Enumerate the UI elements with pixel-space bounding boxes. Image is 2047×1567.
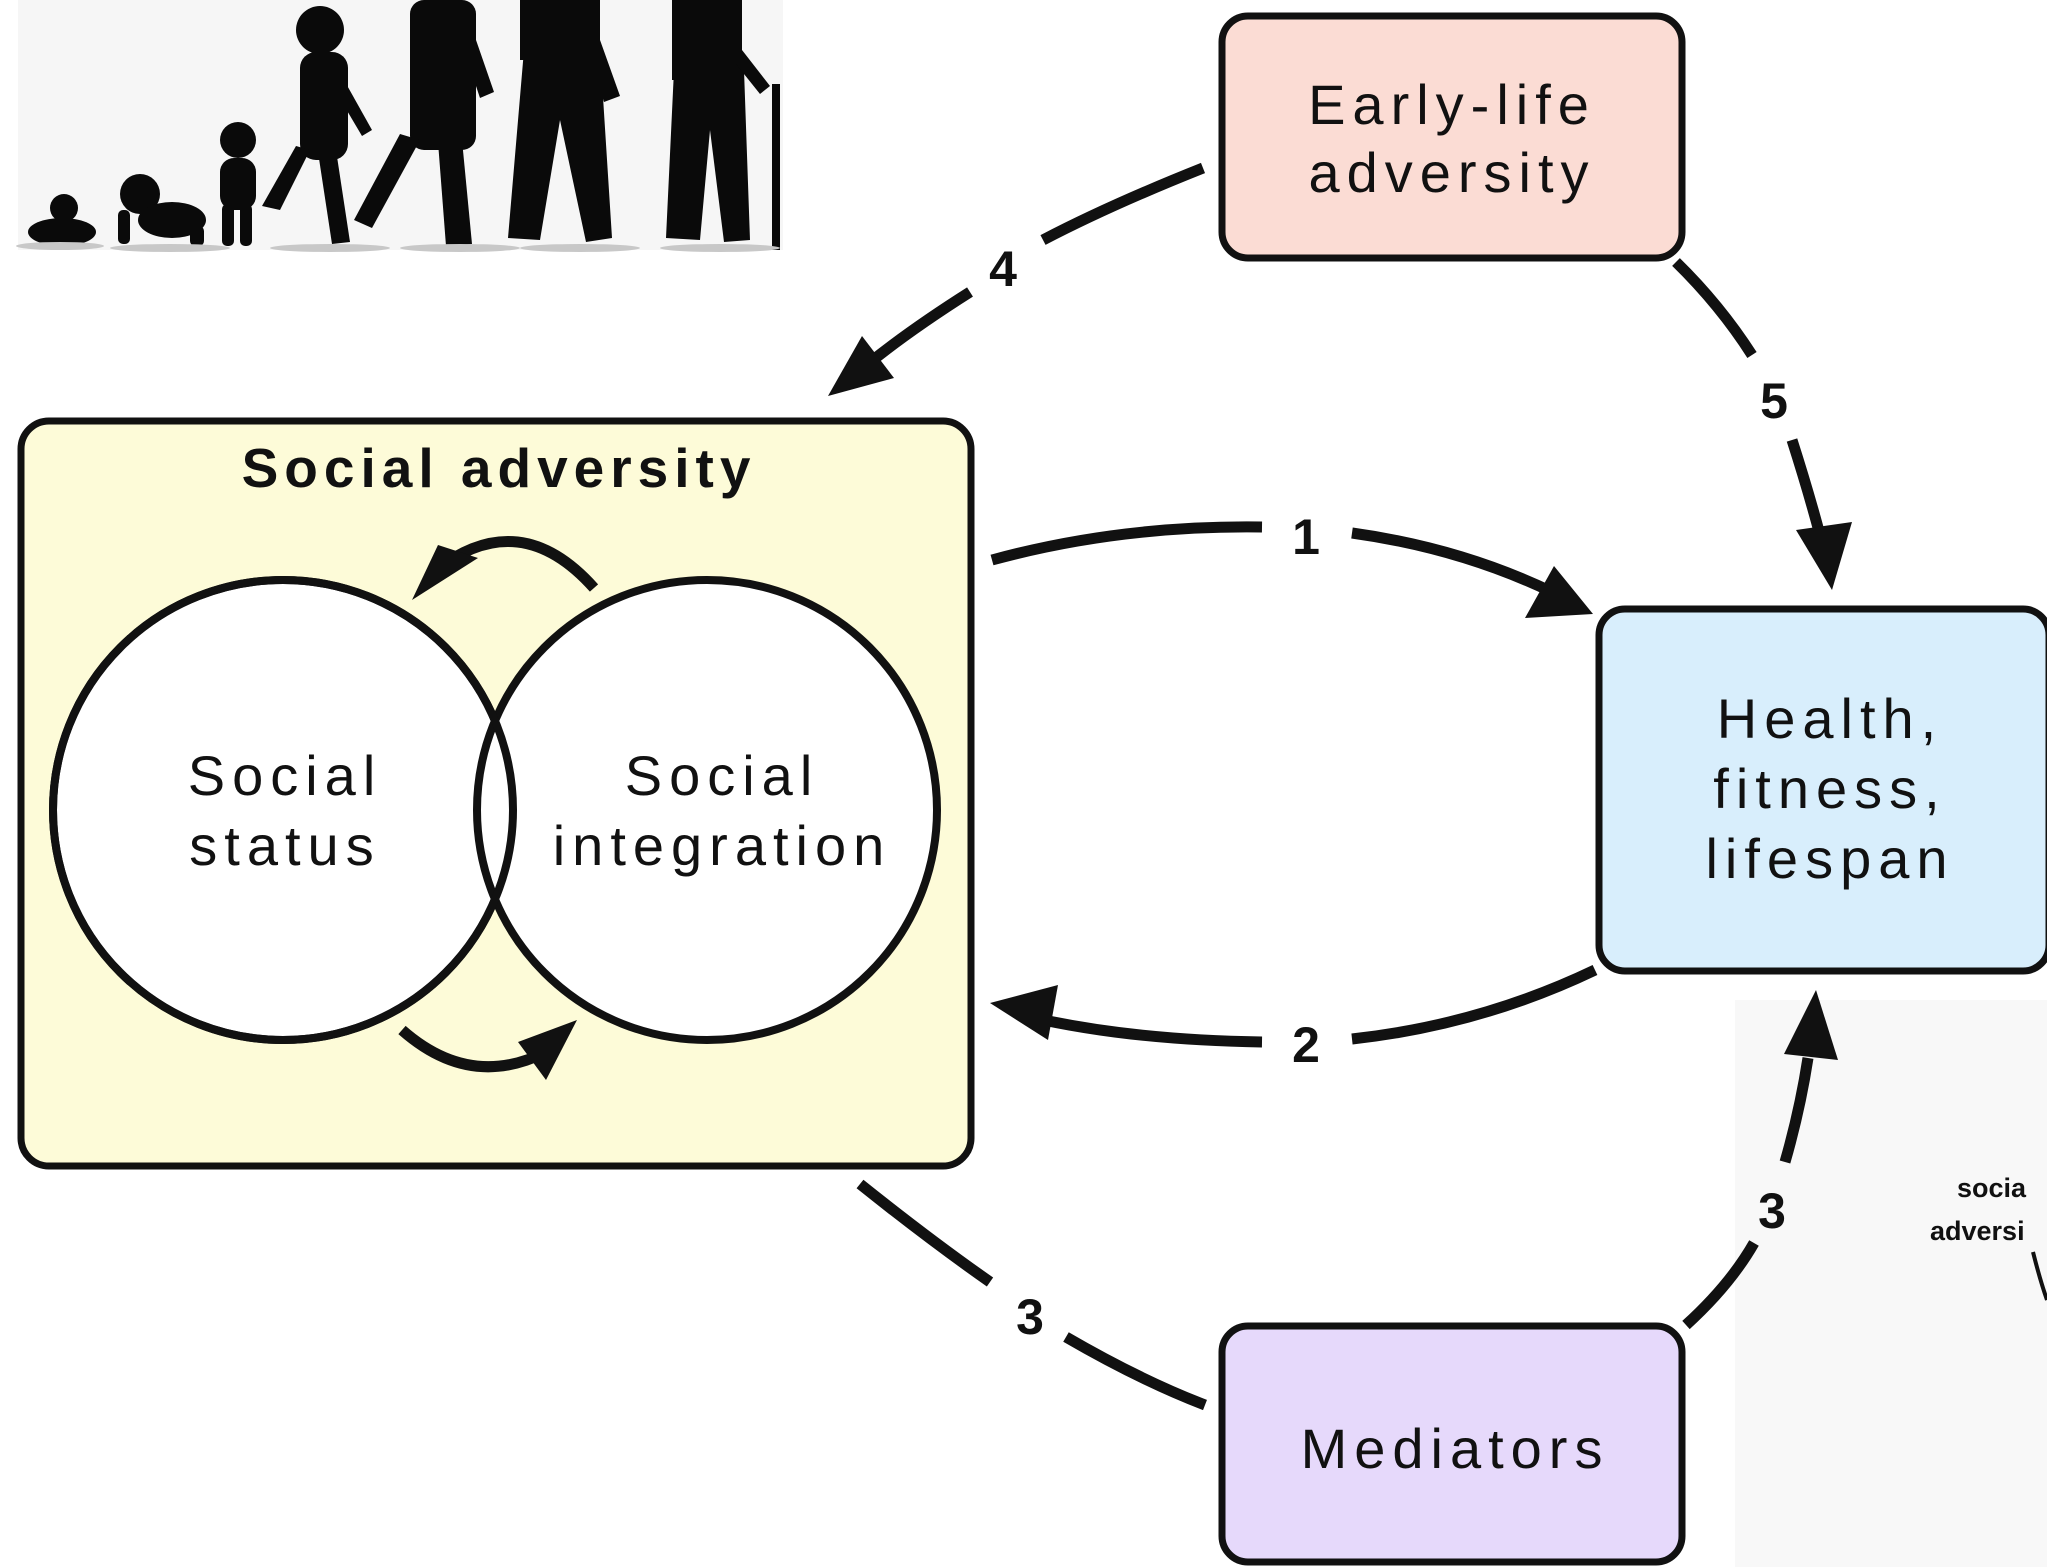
arrow-4-label: 4 [989,241,1017,297]
status-to-integration-arrowhead [518,1020,577,1080]
mediators-label: Mediators [1301,1417,1610,1480]
health-box [1595,605,2047,975]
arrow-3-left-lower-segment [1063,1332,1207,1411]
arrow-5-label: 5 [1760,373,1788,429]
inset-arrow [2031,1251,2047,1301]
early-life-adversity-box [1218,12,1686,262]
status-to-integration-arrow [398,1025,549,1073]
arrow-4-upper-segment [1040,162,1206,245]
social-integration-circle [473,576,941,1044]
arrow-1-right-segment [1351,527,1555,597]
arrow-2-right-segment [1351,965,1598,1045]
inset-label-line-2: adversi [1930,1216,2025,1246]
arrow-3-right-lower-segment [1682,1240,1759,1330]
arrow-1-label: 1 [1292,509,1320,565]
arrow-5-arrowhead [1796,522,1852,590]
health-label-line-1: Health, [1717,687,1943,750]
social-integration-label-line-2: integration [553,814,892,877]
social-status-outline [49,576,517,1044]
arrow-5-upper-segment [1672,258,1757,358]
inset-label-line-1: socia [1957,1173,2027,1203]
social-integration-label-line-1: Social [625,744,820,807]
mediators-box [1218,1322,1686,1566]
life-stages-silhouette [16,0,783,252]
health-label-line-2: fitness, [1713,757,1946,820]
social-status-label-line-2: status [189,814,380,877]
arrow-2-label: 2 [1292,1017,1320,1073]
arrow-2-left-segment [1028,1011,1263,1048]
early-life-label-line-2: adversity [1308,141,1595,204]
arrow-4-lower-segment [864,287,973,369]
arrow-5-lower-segment [1786,438,1826,537]
social-adversity-title: Social adversity [242,437,757,499]
arrow-3-right-label: 3 [1758,1183,1786,1239]
arrow-3-right-arrowhead [1784,990,1838,1060]
arrow-1-left-segment [990,521,1263,566]
arrow-2-arrowhead [990,985,1058,1040]
health-label-line-3: lifespan [1705,827,1954,890]
arrow-4-arrowhead [828,336,894,396]
arrow-3-left-upper-segment [856,1179,994,1287]
arrow-3-right-upper-segment [1779,1057,1814,1164]
integration-to-status-arrowhead [412,545,478,600]
early-life-label-line-1: Early-life [1308,73,1596,136]
arrow-3-left-label: 3 [1016,1289,1044,1345]
arrow-1-arrowhead [1525,566,1593,618]
social-status-label-line-1: Social [188,744,383,807]
inset-fragment: socia adversi [1735,1000,2047,1567]
